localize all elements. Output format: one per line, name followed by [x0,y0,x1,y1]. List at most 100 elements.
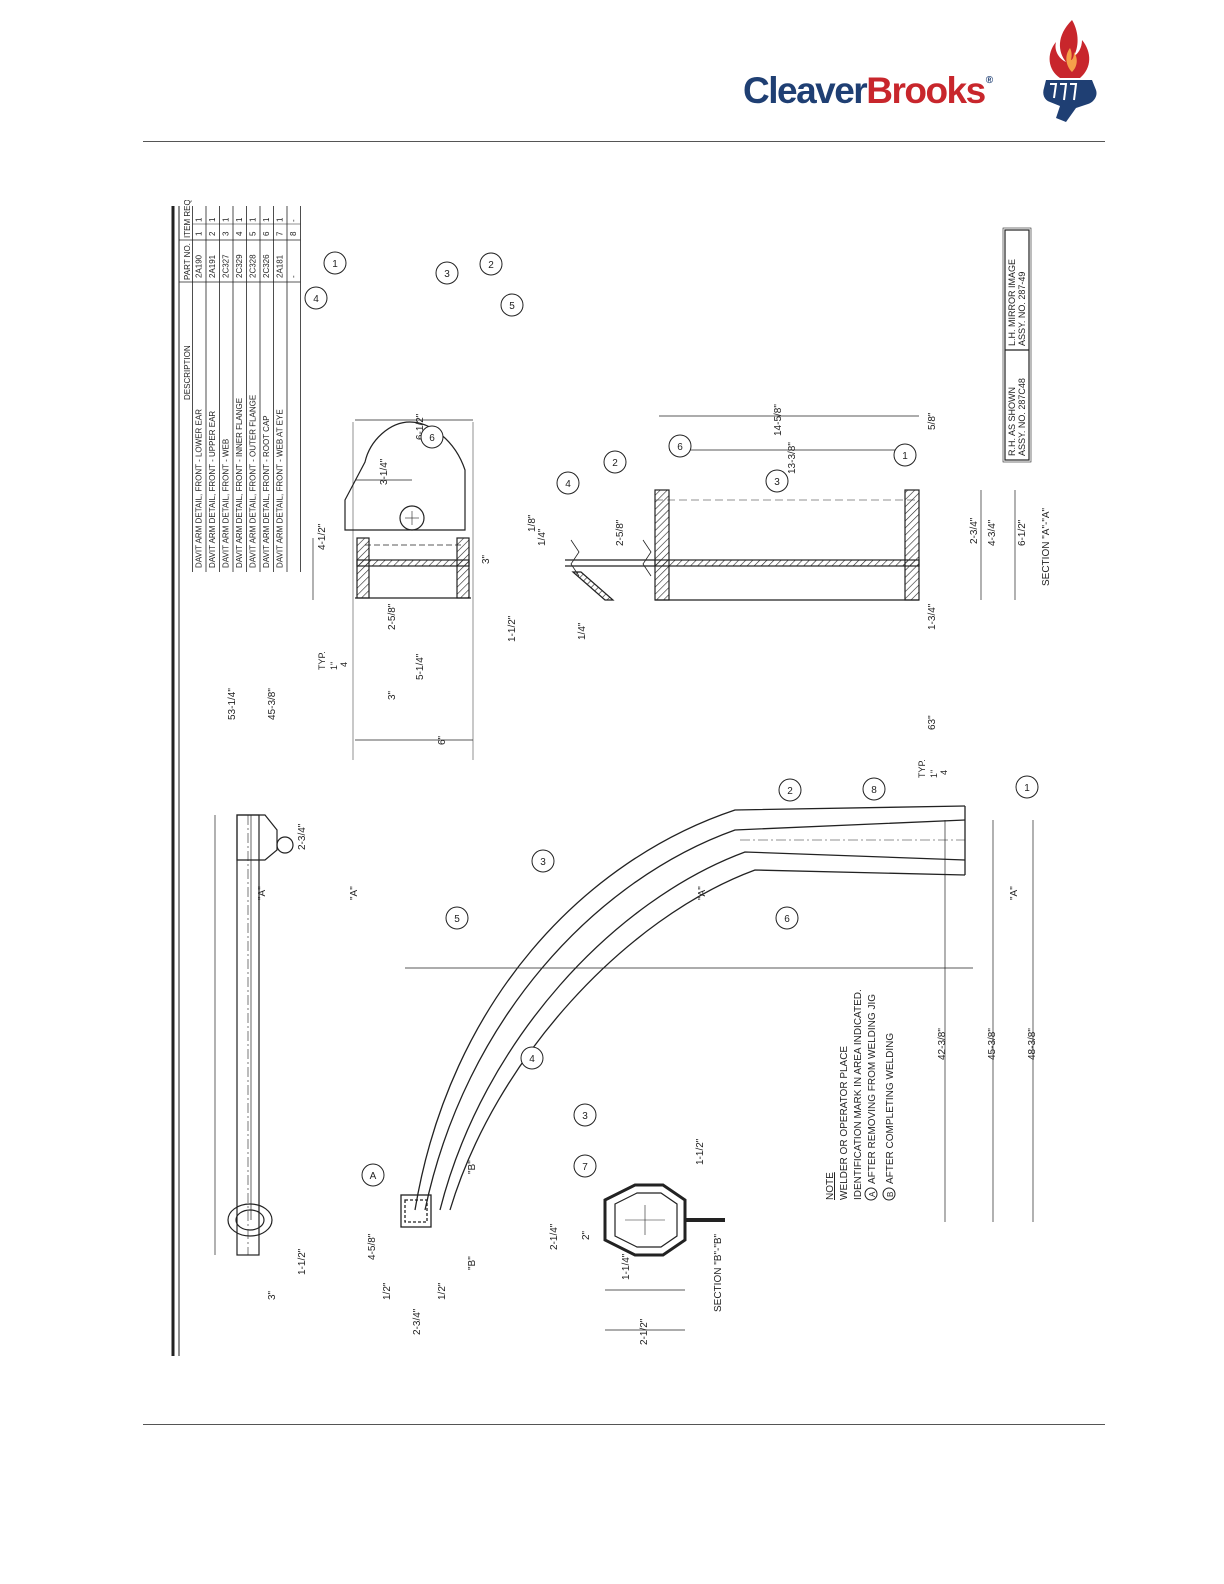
parts-table-cell-part: 2A181 [276,254,285,278]
dim-sec-a-top: 2-5/8" [387,603,398,630]
dim-sec-a-bottom: 1-1/2" [507,615,518,642]
note-b-text: AFTER COMPLETING WELDING [885,1033,896,1184]
item-balloon [479,252,503,276]
item-balloon-number: 3 [540,857,546,868]
parts-table-cell-req: 1 [195,217,204,222]
dim-sec-b: 1-1/2" [695,1138,706,1165]
dim-sec-a-bottom: 4-3/4" [987,519,998,546]
item-balloon-number: 1 [1024,783,1030,794]
dim-elevation: 45-3/8" [987,1028,998,1060]
dim-sec-a-bottom: 2-3/4" [969,517,980,544]
view-a-label-left: "A" [257,886,268,900]
note-title: NOTE [825,1172,836,1200]
item-balloon-number: A [370,1171,377,1182]
parts-table-cell-part: 2C327 [222,254,231,278]
note-line1: WELDER OR OPERATOR PLACE [839,1046,850,1200]
dim-sec-a-top: 3-1/4" [379,458,390,485]
item-balloon-number: 2 [612,458,618,469]
item-balloon-number: 5 [454,914,460,925]
brand-wordmark: CleaverBrooks® [743,70,993,111]
parts-table-cell-item: 7 [276,231,285,236]
item-balloon [573,1103,597,1127]
dim-sec-a-bottom: 6-1/2" [1017,519,1028,546]
weld-size-den-elev: 4 [939,770,949,775]
item-balloon-number: 4 [313,294,319,305]
dim-sec-a-bottom: 1-3/4" [927,603,938,630]
footer-divider [143,1424,1105,1425]
dim-plan: 1-1/2" [297,1248,308,1275]
parts-table-header: PART NO. [183,243,192,280]
view-b-label-bottom: "B" [467,1256,478,1270]
item-balloon [435,261,459,285]
note-a-marker: A [868,1191,877,1197]
dim-elevation: 4-5/8" [367,1233,378,1260]
parts-table-cell-item: 6 [262,231,271,236]
dim-sec-a-top: 4-1/2" [317,523,328,550]
parts-table-cell-desc: DAVIT ARM DETAIL, FRONT - WEB [222,439,231,568]
dim-sec-a-top: 3" [387,690,398,700]
item-balloon-number: 5 [509,301,515,312]
note-a-text: AFTER REMOVING FROM WELDING JIG [867,994,878,1184]
registered-mark: ® [985,75,993,86]
section-aa-label: SECTION "A"-"A" [1041,507,1052,586]
title-rh-line1: R.H. AS SHOWN [1007,387,1017,456]
dim-sec-b: 2-1/4" [549,1223,560,1250]
dim-sec-a-top: 5-1/4" [415,653,426,680]
item-balloon [520,1046,544,1070]
item-balloon-number: 2 [787,786,793,797]
dim-sec-a-bottom: 5/8" [927,412,938,430]
dim-elevation: 1/2" [382,1282,393,1300]
weld-size-num: 1" [329,662,339,670]
dim-plan: 53-1/4" [227,688,238,720]
brand-logo: CleaverBrooks® [740,18,1105,130]
item-balloon [304,286,328,310]
dim-sec-a-bottom: 1/4" [577,622,588,640]
item-balloon [775,906,799,930]
brand-word-cleaver: Cleaver [743,70,868,111]
item-balloon [862,777,886,801]
item-balloon-number: 4 [529,1054,535,1065]
view-a-label-elev-right: "A" [1009,886,1020,900]
section-aa-cross [344,421,474,760]
dim-sec-b: 2" [581,1230,592,1240]
dim-plan: 45-3/8" [267,688,278,720]
item-balloon [765,469,789,493]
section-bb [603,1183,725,1257]
dim-sec-a-bottom: 14-5/8" [773,404,784,436]
section-bb-label: SECTION "B"-"B" [713,1233,724,1312]
parts-table-cell-req: 1 [249,217,258,222]
section-aa-long [565,489,920,601]
brand-word-brooks: Brooks [866,70,986,111]
weld-typ-label-elev: TYP. [917,759,927,778]
dim-sec-a-bottom: 2-5/8" [615,519,626,546]
flame-hand-icon [1043,20,1097,122]
parts-table-cell-req: 1 [276,217,285,222]
dim-elevation: 1/2" [437,1282,448,1300]
item-balloon-number: 1 [332,259,338,270]
parts-table-header: ITEM REQ. [183,200,192,238]
dim-sec-a-top: 6-1/2" [415,413,426,440]
item-balloon [1015,775,1039,799]
parts-table-cell-item: 5 [249,231,258,236]
view-a-label-right: "A" [349,886,360,900]
item-balloon [420,425,444,449]
item-balloon [323,251,347,275]
parts-table: ITEM REQ.PART NO.DESCRIPTION112A190DAVIT… [178,200,301,572]
view-b-label-top: "B" [467,1160,478,1174]
item-balloon [668,434,692,458]
item-balloon-number: 2 [488,260,494,271]
dim-sec-a-bottom: 1/8" [527,514,538,532]
dim-sec-a-bottom: 13-3/8" [787,442,798,474]
title-lh-line1: L.H. MIRROR IMAGE [1007,259,1017,346]
item-balloon-number: 3 [582,1111,588,1122]
item-balloon-number: 7 [582,1162,588,1173]
item-balloon [778,778,802,802]
parts-table-cell-req: 1 [262,217,271,222]
parts-table-header: DESCRIPTION [183,345,192,400]
dim-sec-b: 2-1/2" [639,1318,650,1345]
title-lh-line2: ASSY. NO. 287-49 [1017,272,1027,346]
parts-table-cell-req: 1 [235,217,244,222]
header-divider [143,141,1105,142]
parts-table-cell-part: 2A190 [195,254,204,278]
